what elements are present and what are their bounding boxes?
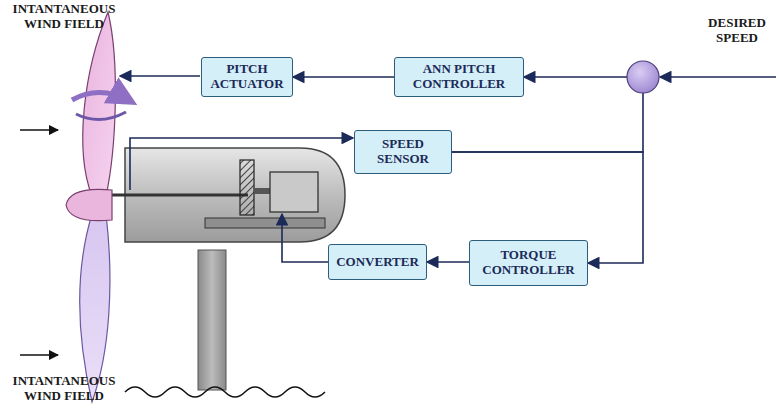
bed-plate (205, 218, 325, 228)
box-label: PITCH ACTUATOR (208, 62, 286, 92)
gearbox (240, 160, 254, 215)
generator (270, 172, 318, 212)
process-box: CONVERTER (328, 244, 427, 280)
box-label: SPEED SENSOR (361, 137, 445, 167)
signal-arrow (293, 76, 394, 78)
pitch-command-line (120, 75, 200, 77)
high-speed-shaft (254, 188, 272, 194)
box-label: TORQUE CONTROLLER (476, 248, 581, 278)
tower (198, 250, 226, 390)
reference-line (660, 76, 776, 78)
wind-arrow (20, 354, 58, 356)
ground-line (125, 387, 325, 397)
box-label: ANN PITCH CONTROLLER (401, 62, 517, 92)
summing-junction (627, 61, 659, 93)
annotation-label: INTANTANEOUS WIND FIELD (2, 374, 126, 404)
annotation-label: DESIRED SPEED (698, 16, 776, 46)
process-box: ANN PITCH CONTROLLER (394, 57, 524, 97)
rotor-blade (83, 12, 116, 196)
converter-line (282, 214, 328, 262)
process-box: TORQUE CONTROLLER (469, 240, 588, 286)
speed-measure-line (130, 138, 353, 190)
annotation-label: INTANTANEOUS WIND FIELD (2, 2, 126, 32)
rotor-hub (66, 189, 112, 220)
process-box: PITCH ACTUATOR (201, 57, 293, 97)
rotation-arrow (72, 92, 132, 102)
box-label: CONVERTER (336, 255, 419, 270)
process-box: SPEED SENSOR (354, 130, 452, 174)
wind-arrow (20, 129, 58, 131)
signal-arrow (427, 261, 469, 263)
rotor-shaft (105, 194, 248, 197)
rotation-arrow (76, 112, 126, 120)
